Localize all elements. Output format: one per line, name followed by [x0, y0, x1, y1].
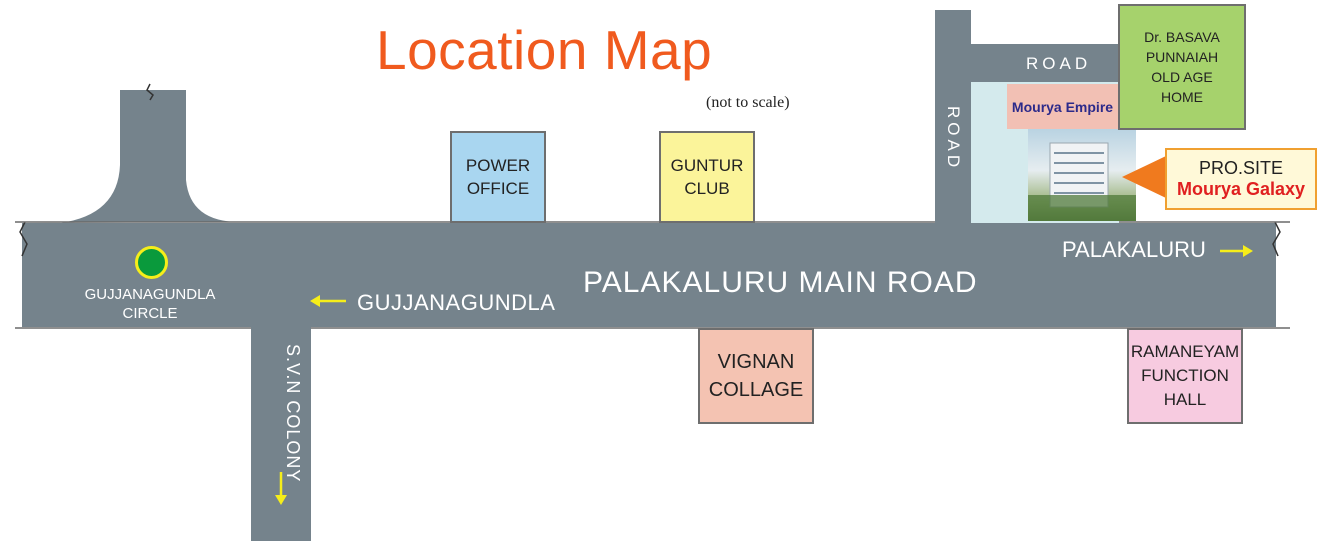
guntur-club: GUNTUR CLUB: [659, 131, 755, 223]
page-title: Location Map: [376, 19, 713, 81]
mourya-empire-label: Mourya Empire: [1007, 84, 1118, 129]
old-age-home: Dr. BASAVA PUNNAIAH OLD AGE HOME: [1118, 4, 1246, 130]
main-road-label: PALAKALURU MAIN ROAD: [583, 266, 978, 299]
arrow-down-icon: [275, 472, 287, 505]
road-side-label: ROAD: [944, 106, 963, 172]
arrow-right-icon: [1220, 245, 1253, 257]
building-image: [1028, 129, 1136, 221]
circle-marker-icon: [135, 246, 168, 279]
scale-note: (not to scale): [706, 94, 790, 111]
ramaneyam-function-hall: RAMANEYAM FUNCTION HALL: [1127, 328, 1243, 424]
circle-label: GUJJANAGUNDLA CIRCLE: [84, 286, 216, 322]
site-pointer-arrow: [1122, 156, 1166, 198]
project-site-callout: PRO.SITE Mourya Galaxy: [1165, 148, 1317, 210]
road-top-label: ROAD: [1026, 54, 1092, 73]
svn-colony-label: S.V.N COLONY: [283, 344, 303, 483]
palakaluru-road-label: PALAKALURU: [1062, 237, 1206, 262]
vignan-college: VIGNAN COLLAGE: [698, 328, 814, 424]
arrow-left-icon: [310, 295, 346, 307]
power-office: POWER OFFICE: [450, 131, 546, 223]
gujjanagundla-road-label: GUJJANAGUNDLA: [357, 290, 556, 315]
